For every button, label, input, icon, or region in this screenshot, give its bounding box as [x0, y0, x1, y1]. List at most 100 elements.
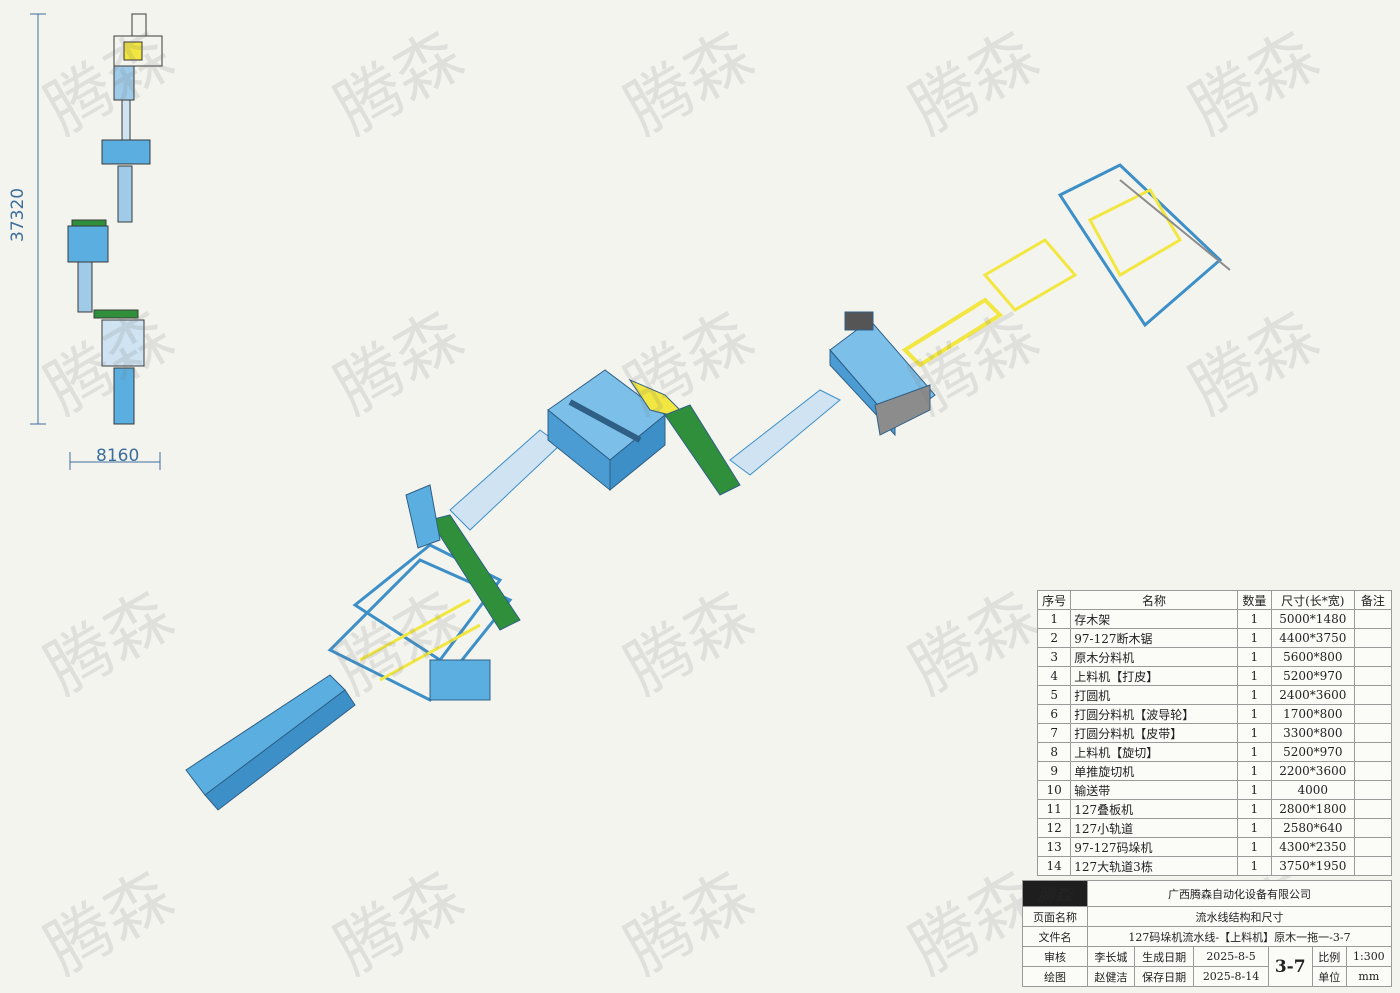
bom-cell-note	[1353, 742, 1393, 762]
drawer-label: 绘图	[1022, 966, 1088, 987]
bom-cell-qty: 1	[1236, 856, 1272, 876]
bom-cell-qty: 1	[1236, 742, 1272, 762]
sheet-number: 3-7	[1267, 946, 1313, 987]
bom-cell-name: 存木架	[1070, 609, 1238, 629]
bom-cell-size: 2200*3600	[1270, 761, 1355, 781]
bom-cell-size: 5000*1480	[1270, 609, 1355, 629]
overview-peeler	[101, 139, 151, 165]
cutoff-saw	[327, 543, 513, 702]
bom-cell-no: 3	[1036, 647, 1072, 667]
bom-header-no: 序号	[1036, 590, 1072, 610]
bom-cell-size: 5600*800	[1270, 647, 1355, 667]
saved-date: 2025-8-14	[1193, 966, 1269, 987]
rotary-feeder	[729, 389, 841, 476]
bom-cell-no: 8	[1036, 742, 1072, 762]
bom-cell-name: 127小轨道	[1070, 818, 1238, 838]
bom-cell-name: 单推旋切机	[1070, 761, 1238, 781]
bom-cell-name: 输送带	[1070, 780, 1238, 800]
scale-value: 1:300	[1345, 946, 1393, 967]
bom-cell-qty: 1	[1236, 685, 1272, 705]
bom-cell-no: 4	[1036, 666, 1072, 686]
bom-cell-size: 5200*970	[1270, 742, 1355, 762]
bom-cell-name: 97-127断木锯	[1070, 628, 1238, 648]
bom-cell-name: 打圆分料机【皮带】	[1070, 723, 1238, 743]
overview-plan	[30, 13, 163, 470]
bom-cell-no: 12	[1036, 818, 1072, 838]
bom-cell-no: 1	[1036, 609, 1072, 629]
bom-cell-size: 3750*1950	[1270, 856, 1355, 876]
bom-cell-note	[1353, 647, 1393, 667]
bom-cell-qty: 1	[1236, 666, 1272, 686]
bom-cell-name: 原木分料机	[1070, 647, 1238, 667]
bom-cell-no: 13	[1036, 837, 1072, 857]
bom-header-note: 备注	[1353, 590, 1393, 610]
bom-cell-size: 2800*1800	[1270, 799, 1355, 819]
bom-cell-qty: 1	[1236, 780, 1272, 800]
rounding-sorter	[664, 404, 741, 496]
file-name-label: 文件名	[1022, 926, 1088, 947]
bom-cell-no: 6	[1036, 704, 1072, 724]
unit-label: 单位	[1311, 966, 1347, 987]
rotary-lathe	[829, 311, 936, 437]
bom-cell-no: 14	[1036, 856, 1072, 876]
bom-cell-note	[1353, 704, 1393, 724]
bom-cell-name: 上料机【旋切】	[1070, 742, 1238, 762]
bom-cell-name: 打圆机	[1070, 685, 1238, 705]
bom-cell-name: 127叠板机	[1070, 799, 1238, 819]
created-label: 生成日期	[1133, 946, 1195, 967]
bom-cell-size: 2580*640	[1270, 818, 1355, 838]
bom-cell-qty: 1	[1236, 647, 1272, 667]
saved-label: 保存日期	[1133, 966, 1195, 987]
company-name: 广西腾森自动化设备有限公司	[1087, 880, 1392, 907]
bom-cell-size: 5200*970	[1270, 666, 1355, 686]
bom-cell-note	[1353, 666, 1393, 686]
unit-value: mm	[1345, 966, 1393, 987]
bom-cell-note	[1353, 818, 1393, 838]
bom-cell-name: 127大轨道3栋	[1070, 856, 1238, 876]
overview-saw	[101, 319, 145, 367]
bom-cell-note	[1353, 837, 1393, 857]
bom-cell-size: 4400*3750	[1270, 628, 1355, 648]
created-date: 2025-8-5	[1193, 946, 1269, 967]
reviewer-label: 审核	[1022, 946, 1088, 967]
bom-cell-note	[1353, 609, 1393, 629]
bom-cell-size: 2400*3600	[1270, 685, 1355, 705]
peeler-feeder	[449, 429, 561, 531]
length-dimension-text: 37320	[8, 187, 28, 242]
bom-cell-note	[1353, 799, 1393, 819]
output-belt-yellow	[901, 297, 1004, 368]
drawer: 赵健洁	[1087, 966, 1135, 987]
bom-cell-qty: 1	[1236, 723, 1272, 743]
log-storage-rails	[185, 674, 346, 796]
rounding-machine	[547, 369, 666, 492]
bom-cell-no: 7	[1036, 723, 1072, 743]
title-block: 腾森 广西腾森自动化设备有限公司 页面名称 流水线结构和尺寸 文件名 127码垛…	[1022, 880, 1393, 987]
isometric-line	[185, 163, 1231, 811]
bom-header-qty: 数量	[1236, 590, 1272, 610]
bom-cell-qty: 1	[1236, 799, 1272, 819]
bom-cell-qty: 1	[1236, 837, 1272, 857]
bom-cell-note	[1353, 628, 1393, 648]
overview-rounder	[67, 225, 109, 263]
bom-cell-name: 打圆分料机【波导轮】	[1070, 704, 1238, 724]
bom-header-name: 名称	[1070, 590, 1238, 610]
stacker-frame	[982, 163, 1231, 328]
width-dimension-text: 8160	[96, 446, 140, 466]
bom-cell-qty: 1	[1236, 818, 1272, 838]
bom-cell-size: 4000	[1270, 780, 1355, 800]
bom-cell-qty: 1	[1236, 761, 1272, 781]
bom-cell-size: 3300*800	[1270, 723, 1355, 743]
bom-cell-note	[1353, 780, 1393, 800]
bom-cell-qty: 1	[1236, 704, 1272, 724]
